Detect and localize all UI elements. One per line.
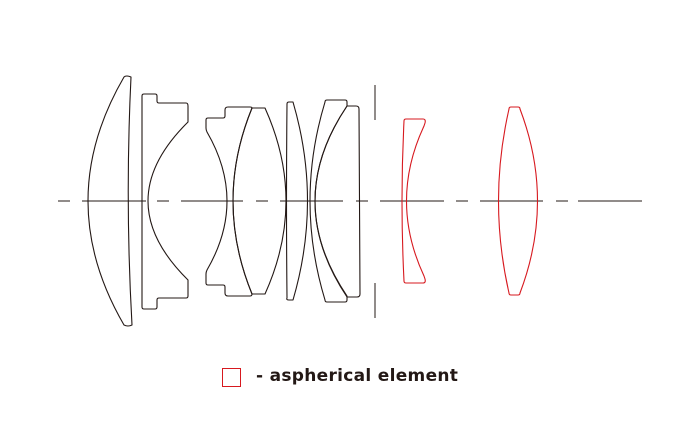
lens-element-1: [87, 75, 133, 327]
lens-element-7: [314, 105, 361, 298]
aspherical-element-8: [401, 118, 426, 284]
lens-element-3: [205, 106, 253, 297]
legend-label: - aspherical element: [256, 366, 459, 386]
lens-element-4: [232, 107, 287, 295]
lens-element-5: [285, 101, 308, 301]
lens-element-2: [141, 93, 189, 310]
aspherical-element-9: [497, 106, 539, 296]
aspherical-legend-swatch: [222, 368, 241, 387]
